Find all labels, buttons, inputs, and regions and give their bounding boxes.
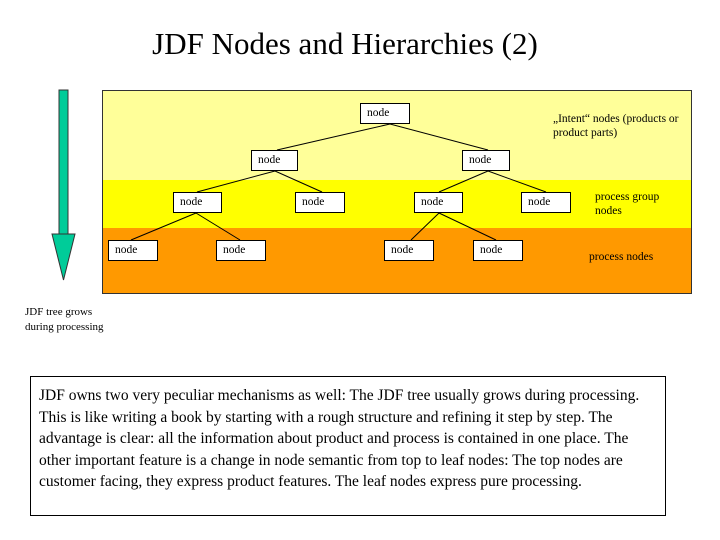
tree-node-root: node [360, 103, 410, 124]
tree-node-process-2: node [216, 240, 266, 261]
page-title: JDF Nodes and Hierarchies (2) [152, 26, 538, 61]
tree-node-group-2: node [295, 192, 345, 213]
intent-band-label: „Intent“ nodes (products or product part… [553, 113, 679, 139]
description-text: JDF owns two very peculiar mechanisms as… [30, 376, 666, 516]
tree-node-intent-left: node [251, 150, 298, 171]
tree-node-process-1: node [108, 240, 158, 261]
tree-node-group-1: node [173, 192, 222, 213]
tree-node-process-4: node [473, 240, 523, 261]
growth-caption: JDF tree grows during processing [25, 306, 104, 333]
tree-node-intent-right: node [462, 150, 510, 171]
growth-arrow-icon [51, 89, 76, 281]
process-group-band-label: process group nodes [595, 191, 660, 217]
process-band-label: process nodes [589, 251, 654, 263]
tree-node-process-3: node [384, 240, 434, 261]
tree-node-group-4: node [521, 192, 571, 213]
tree-node-group-3: node [414, 192, 463, 213]
